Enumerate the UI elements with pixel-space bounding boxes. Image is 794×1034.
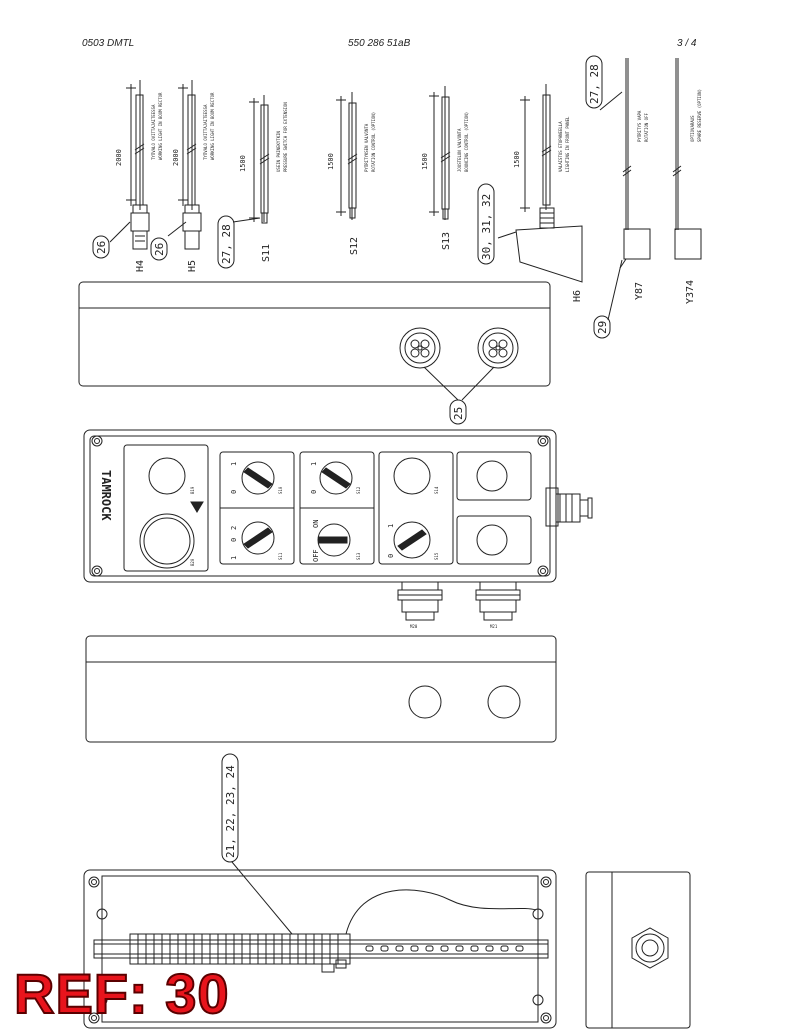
label-y374: Y374 bbox=[685, 280, 696, 304]
callout-21-24: 21, 22, 23, 24 bbox=[224, 765, 237, 858]
pos-1-a: 1 bbox=[230, 462, 238, 466]
small-label-b20: B20 bbox=[190, 558, 195, 566]
desc-en-y87: ROTATION OFF bbox=[644, 113, 649, 142]
callout-labels: 26 26 27, 28 27, 28 30, 31, 32 29 25 21,… bbox=[95, 64, 609, 858]
label-h4: H4 bbox=[135, 260, 146, 272]
desc-en-h5: WORKING LIGHT IN BOOM RECTOR bbox=[210, 92, 215, 160]
callout-303132-frame bbox=[477, 183, 495, 265]
enclosure-inside-view bbox=[83, 861, 557, 1029]
page-number: 3 / 4 bbox=[677, 38, 697, 49]
pos-0-b: 0 bbox=[230, 538, 238, 542]
desc-fi-h5: TYÖVALO OVITTAJAITEESSA bbox=[203, 104, 208, 160]
desc-fi-y374: OPTIOVARAUS bbox=[690, 115, 695, 142]
dim-s13: 1500 bbox=[421, 153, 429, 170]
callout-25-frame bbox=[449, 399, 467, 425]
pos-1-b: 1 bbox=[230, 556, 238, 560]
desc-fi-s12: PYÖRITYKSEN VALVONTA bbox=[364, 123, 369, 172]
dim-h6: 1500 bbox=[513, 151, 521, 168]
small-label-s12: S12 bbox=[356, 486, 361, 494]
brand-logo-text: TAMROCK bbox=[99, 470, 113, 521]
desc-en-s12: ROTATION CONTROL (OPTION) bbox=[371, 112, 376, 172]
panel-labels: TAMROCK OFF ON 0 1 1 0 2 0 1 0 1 B19 B20… bbox=[99, 462, 498, 629]
component-s13 bbox=[429, 86, 451, 220]
callout-2728b: 27, 28 bbox=[588, 64, 601, 104]
small-label-s14: S14 bbox=[434, 486, 439, 494]
desc-en-h6: LIGHTING IN FRONT PANEL bbox=[565, 116, 570, 172]
enclosure-side-view bbox=[585, 871, 691, 1029]
callout-2728a: 27, 28 bbox=[220, 224, 233, 264]
callout-26a: 26 bbox=[95, 241, 108, 254]
switch-on-label: ON bbox=[312, 520, 320, 528]
desc-fi-y87: PYÖRITYS VAPA bbox=[637, 110, 642, 142]
enclosure-top-view bbox=[78, 281, 551, 401]
small-label-s10: S10 bbox=[278, 486, 283, 494]
callout-29-frame bbox=[593, 315, 611, 339]
label-s12: S12 bbox=[349, 237, 360, 255]
desc-fi-s13: JOUSTELUN VALVONTA bbox=[457, 128, 462, 172]
ref-stamp: REF: 30 bbox=[13, 962, 230, 1025]
pos-0-a: 0 bbox=[230, 490, 238, 494]
callout-26b-frame bbox=[150, 237, 168, 261]
switch-off-label: OFF bbox=[312, 549, 320, 562]
small-label-b19: B19 bbox=[190, 486, 195, 494]
pos-0-d: 0 bbox=[387, 554, 395, 558]
callout-21-24-frame bbox=[221, 753, 239, 863]
component-s11 bbox=[249, 95, 270, 224]
callouts bbox=[92, 55, 611, 863]
label-y87: Y87 bbox=[634, 282, 645, 300]
component-h4 bbox=[126, 80, 150, 250]
callout-26b: 26 bbox=[153, 243, 166, 256]
desc-en-y374: SPARE RESERVE (OPTION) bbox=[697, 89, 702, 142]
doc-code: 0503 DMTL bbox=[82, 38, 135, 49]
pos-1-c: 1 bbox=[310, 462, 318, 466]
desc-fi-h4: TYÖVALO OVITTAJAITEESSA bbox=[151, 104, 156, 160]
component-h6 bbox=[515, 84, 583, 283]
desc-fi-h6: VALAISTUS ETUPANEELLA bbox=[558, 121, 563, 172]
dim-s11: 1500 bbox=[239, 155, 247, 172]
component-y374 bbox=[672, 58, 702, 260]
callout-25: 25 bbox=[452, 407, 465, 420]
callout-2728b-frame bbox=[585, 55, 603, 109]
small-label-m20: M20 bbox=[410, 624, 418, 629]
dim-s12: 1500 bbox=[327, 153, 335, 170]
desc-fi-s11: USEIN PAINEKYTKIN bbox=[276, 130, 281, 172]
label-h6: H6 bbox=[572, 290, 583, 302]
label-h5: H5 bbox=[187, 260, 198, 272]
callout-303132: 30, 31, 32 bbox=[480, 194, 493, 260]
label-s13: S13 bbox=[441, 232, 452, 250]
pos-2-b: 2 bbox=[230, 526, 238, 530]
callout-26a-frame bbox=[92, 235, 110, 259]
label-s11: S11 bbox=[261, 244, 272, 262]
component-h5 bbox=[178, 80, 202, 250]
pos-1-d: 1 bbox=[387, 524, 395, 528]
small-label-s15: S15 bbox=[434, 552, 439, 560]
dim-h4: 2000 bbox=[115, 149, 123, 166]
dim-h5: 2000 bbox=[172, 149, 180, 166]
small-label-m21: M21 bbox=[490, 624, 498, 629]
component-s12 bbox=[336, 92, 358, 220]
part-number: 550 286 51aB bbox=[348, 38, 411, 49]
component-labels: H4 H5 S11 S12 S13 H6 Y87 Y374 2000 2000 … bbox=[115, 89, 702, 304]
callout-2728a-frame bbox=[217, 215, 235, 269]
small-label-s11: S11 bbox=[278, 552, 283, 560]
pos-0-c: 0 bbox=[310, 490, 318, 494]
desc-en-s13: BOUNCING CONTROL (OPTION) bbox=[464, 112, 469, 172]
desc-en-s11: PRESSURE SWITCH FOR EXTENSION bbox=[283, 102, 288, 172]
component-y87 bbox=[619, 58, 651, 269]
callout-29: 29 bbox=[596, 321, 609, 334]
control-panel-front bbox=[83, 429, 593, 621]
small-label-s13: S13 bbox=[356, 552, 361, 560]
desc-en-h4: WORKING LIGHT IN BOOM RECTOR bbox=[158, 92, 163, 160]
enclosure-bottom-view bbox=[85, 635, 557, 743]
